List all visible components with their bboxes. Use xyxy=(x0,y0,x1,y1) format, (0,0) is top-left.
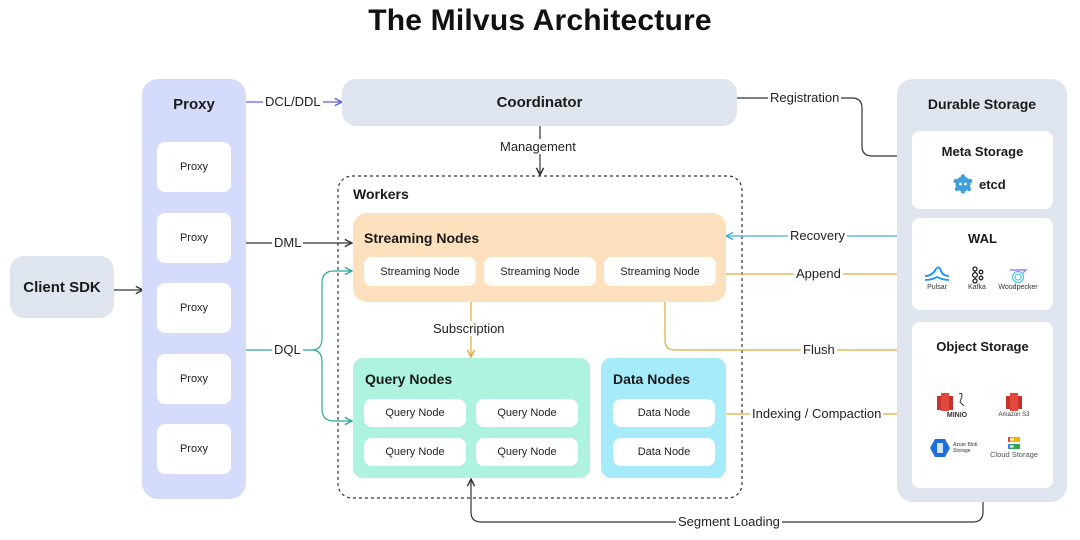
query-node[interactable]: Query Node xyxy=(476,438,578,466)
streaming-node[interactable]: Streaming Node xyxy=(364,257,476,286)
indexing-compaction-label: Indexing / Compaction xyxy=(750,406,884,421)
data-node[interactable]: Data Node xyxy=(613,399,715,427)
durable-storage-header: Durable Storage xyxy=(927,96,1037,112)
query-node[interactable]: Query Node xyxy=(364,438,466,466)
management-label: Management xyxy=(498,139,578,154)
subscription-label: Subscription xyxy=(431,321,507,336)
kafka-icon xyxy=(971,266,984,284)
data-node[interactable]: Data Node xyxy=(613,438,715,466)
amazon-s3-label: Amazon S3 xyxy=(998,412,1030,418)
flush-line xyxy=(664,302,912,350)
coordinator-label: Coordinator xyxy=(496,94,583,111)
dql-to-streaming-line xyxy=(311,271,352,351)
append-label: Append xyxy=(794,266,843,281)
streaming-nodes-header: Streaming Nodes xyxy=(364,230,480,246)
pulsar-icon xyxy=(924,266,950,281)
azure-blob-icon xyxy=(930,439,950,457)
woodpecker-label: Woodpecker xyxy=(998,284,1038,291)
registration-line xyxy=(737,97,912,156)
woodpecker-icon xyxy=(1010,269,1028,284)
azure-blob-logo: Azure Blob Storage xyxy=(930,438,979,458)
proxy-node[interactable]: Proxy xyxy=(157,142,231,192)
dql-to-query-line xyxy=(311,349,352,421)
minio-icon xyxy=(937,392,965,411)
etcd-icon xyxy=(953,174,973,194)
proxy-node[interactable]: Proxy xyxy=(157,283,231,333)
dml-label: DML xyxy=(272,235,304,250)
cloud-storage-icon xyxy=(1008,437,1020,449)
etcd-logo: etcd xyxy=(953,174,1006,194)
flush-label: Flush xyxy=(801,342,837,357)
pulsar-logo: Pulsar xyxy=(922,266,952,291)
streaming-node[interactable]: Streaming Node xyxy=(604,257,716,286)
dql-label: DQL xyxy=(272,342,303,357)
woodpecker-logo: Woodpecker xyxy=(994,266,1042,291)
kafka-logo: Kafka xyxy=(962,266,992,291)
proxy-node[interactable]: Proxy xyxy=(157,354,231,404)
coordinator-box[interactable]: Coordinator xyxy=(342,79,737,126)
diagram-title: The Milvus Architecture xyxy=(368,4,712,37)
etcd-label: etcd xyxy=(979,176,1006,192)
recovery-label: Recovery xyxy=(788,228,847,243)
pulsar-label: Pulsar xyxy=(927,284,947,291)
dcl-ddl-label: DCL/DDL xyxy=(263,94,323,109)
query-nodes-header: Query Nodes xyxy=(365,371,453,387)
cloud-storage-label: Cloud Storage xyxy=(990,450,1038,459)
registration-label: Registration xyxy=(768,90,842,105)
query-node[interactable]: Query Node xyxy=(476,399,578,427)
object-storage-card[interactable] xyxy=(912,322,1053,488)
minio-logo: MINIO xyxy=(932,392,972,419)
wal-header: WAL xyxy=(968,231,997,246)
client-sdk-box[interactable]: Client SDK xyxy=(10,256,114,318)
amazon-s3-icon xyxy=(1006,393,1022,411)
streaming-node[interactable]: Streaming Node xyxy=(484,257,596,286)
kafka-label: Kafka xyxy=(968,284,986,291)
segment-loading-label: Segment Loading xyxy=(676,514,782,529)
workers-header: Workers xyxy=(353,186,409,202)
azure-blob-label: Azure Blob Storage xyxy=(953,442,978,454)
data-nodes-header: Data Nodes xyxy=(613,371,691,387)
proxy-node[interactable]: Proxy xyxy=(157,424,231,474)
proxy-node[interactable]: Proxy xyxy=(157,213,231,263)
query-node[interactable]: Query Node xyxy=(364,399,466,427)
object-storage-header: Object Storage xyxy=(936,339,1029,354)
cloud-storage-logo: Cloud Storage xyxy=(986,436,1042,459)
amazon-s3-logo: Amazon S3 xyxy=(992,392,1036,418)
meta-storage-header: Meta Storage xyxy=(941,144,1024,159)
client-sdk-label: Client SDK xyxy=(23,278,101,296)
wal-card[interactable] xyxy=(912,218,1053,310)
minio-label: MINIO xyxy=(946,412,968,419)
proxy-header: Proxy xyxy=(173,96,215,113)
meta-storage-card[interactable] xyxy=(912,131,1053,209)
